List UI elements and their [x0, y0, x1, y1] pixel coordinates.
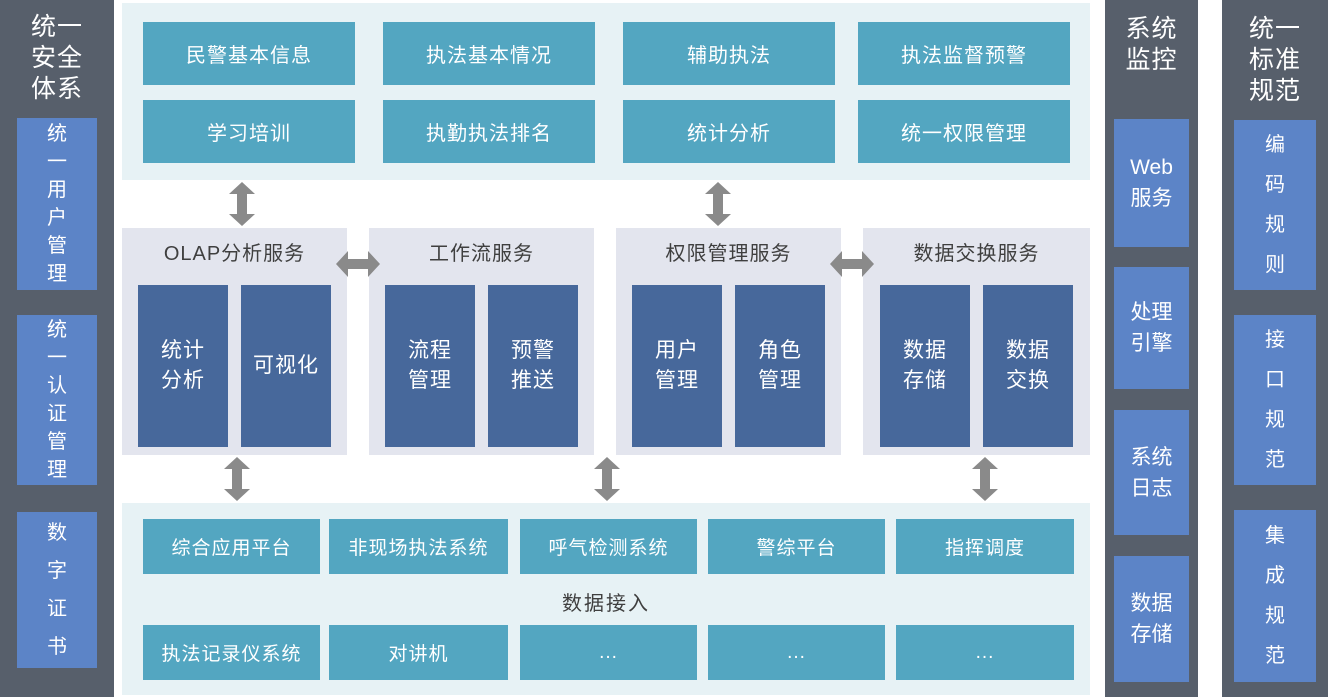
unified-standards-rail-title: 统一 标准 规范: [1248, 15, 1301, 105]
ellipsis-source-label: ...: [975, 641, 995, 663]
ellipsis-source-label: ...: [599, 641, 618, 663]
processing-engine-box: 处理 引擎: [1114, 267, 1189, 389]
unified-user-mgmt-box: 统 一 用 户 管 理: [17, 118, 97, 290]
data-exchange-service-title: 数据交换服务: [913, 243, 1040, 265]
user-mgmt-box: 用户 管理: [632, 285, 722, 447]
unified-auth-mgmt-label: 统 一 认 证 管 理: [47, 319, 67, 481]
web-service-label: Web 服务: [1130, 156, 1173, 210]
supervision-warning-box: 执法监督预警: [858, 22, 1070, 85]
integrated-app-platform-label: 综合应用平台: [171, 538, 292, 559]
double-arrow-horizontal-icon: [336, 251, 380, 277]
breath-test-system-label: 呼气检测系统: [548, 538, 669, 559]
statistical-analysis-label: 统计分析: [687, 123, 771, 145]
data-storage-box: 数据 存储: [880, 285, 970, 447]
system-monitor-rail-title: 系统 监控: [1125, 15, 1178, 74]
system-log-label: 系统 日志: [1130, 445, 1173, 500]
web-service-box: Web 服务: [1114, 119, 1189, 247]
data-exchange-label: 数据 交换: [1006, 339, 1050, 392]
warning-push-label: 预警 推送: [511, 339, 555, 392]
integration-spec-box: 集 成 规 范: [1234, 510, 1316, 682]
offsite-enforcement-box: 非现场执法系统: [329, 519, 508, 574]
law-enforcement-status-label: 执法基本情况: [426, 45, 552, 67]
interface-spec-label: 接 口 规 范: [1265, 329, 1285, 471]
assisted-enforcement-box: 辅助执法: [623, 22, 835, 85]
breath-test-system-box: 呼气检测系统: [520, 519, 697, 574]
police-basic-info-box: 民警基本信息: [143, 22, 355, 85]
integrated-app-platform-box: 综合应用平台: [143, 519, 320, 574]
data-exchange-service-panel: 数据交换服务 数据 存储 数据 交换: [863, 228, 1090, 455]
integration-spec-label: 集 成 规 范: [1265, 525, 1285, 667]
police-basic-info-label: 民警基本信息: [186, 45, 312, 67]
system-monitor-rail: 系统 监控 Web 服务 处理 引擎 系统 日志 数据 存储: [1105, 0, 1198, 697]
role-mgmt-label: 角色 管理: [758, 339, 802, 392]
duty-ranking-box: 执勤执法排名: [383, 100, 595, 163]
police-platform-label: 警综平台: [756, 538, 837, 559]
ellipsis-source-box: ...: [708, 625, 885, 680]
ellipsis-source-label: ...: [787, 641, 806, 663]
body-camera-system-box: 执法记录仪系统: [143, 625, 320, 680]
data-access-label: 数据接入: [562, 593, 650, 615]
olap-service-panel: OLAP分析服务 统计 分析 可视化: [122, 228, 347, 455]
double-arrow-horizontal-icon: [830, 251, 874, 277]
offsite-enforcement-label: 非现场执法系统: [348, 538, 489, 559]
user-mgmt-label: 用户 管理: [655, 339, 699, 392]
system-log-box: 系统 日志: [1114, 410, 1189, 535]
warning-push-box: 预警 推送: [488, 285, 578, 447]
unified-security-rail-title: 统一 安全 体系: [30, 13, 83, 103]
intercom-box: 对讲机: [329, 625, 508, 680]
intercom-label: 对讲机: [388, 644, 449, 665]
law-enforcement-status-box: 执法基本情况: [383, 22, 595, 85]
role-mgmt-box: 角色 管理: [735, 285, 825, 447]
workflow-service-panel: 工作流服务 流程 管理 预警 推送: [369, 228, 594, 455]
statistical-analysis-box: 统计分析: [623, 100, 835, 163]
interface-spec-box: 接 口 规 范: [1234, 315, 1316, 485]
supervision-warning-label: 执法监督预警: [901, 45, 1027, 67]
double-arrow-vertical-icon: [229, 182, 255, 226]
unified-permission-box: 统一权限管理: [858, 100, 1070, 163]
duty-ranking-label: 执勤执法排名: [426, 123, 552, 145]
ellipsis-source-box: ...: [896, 625, 1074, 680]
unified-standards-rail: 统一 标准 规范 编 码 规 则 接 口 规 范 集 成 规 范: [1222, 0, 1328, 697]
double-arrow-vertical-icon: [705, 182, 731, 226]
process-mgmt-label: 流程 管理: [408, 339, 452, 392]
body-camera-system-label: 执法记录仪系统: [161, 644, 302, 665]
command-dispatch-box: 指挥调度: [896, 519, 1074, 574]
data-storage-rail-label: 数据 存储: [1130, 592, 1173, 646]
data-storage-rail-box: 数据 存储: [1114, 556, 1189, 682]
learning-training-label: 学习培训: [207, 123, 291, 145]
ellipsis-source-box: ...: [520, 625, 697, 680]
command-dispatch-label: 指挥调度: [944, 538, 1025, 559]
stat-analysis-box: 统计 分析: [138, 285, 228, 447]
visualization-box: 可视化: [241, 285, 331, 447]
unified-permission-label: 统一权限管理: [901, 123, 1027, 145]
unified-auth-mgmt-box: 统 一 认 证 管 理: [17, 315, 97, 485]
visualization-label: 可视化: [253, 354, 319, 377]
double-arrow-vertical-icon: [972, 457, 998, 501]
olap-service-title: OLAP分析服务: [163, 243, 306, 265]
digital-certificate-label: 数 字 证 书: [47, 522, 67, 658]
process-mgmt-box: 流程 管理: [385, 285, 475, 447]
police-platform-box: 警综平台: [708, 519, 885, 574]
workflow-service-title: 工作流服务: [429, 243, 534, 265]
unified-user-mgmt-label: 统 一 用 户 管 理: [47, 123, 67, 285]
data-access-band: 综合应用平台 非现场执法系统 呼气检测系统 警综平台 指挥调度 数据接入 执法记…: [122, 503, 1090, 695]
application-band: 民警基本信息 执法基本情况 辅助执法 执法监督预警 学习培训 执勤执法排名 统计…: [122, 3, 1090, 180]
stat-analysis-label: 统计 分析: [161, 339, 205, 392]
digital-certificate-box: 数 字 证 书: [17, 512, 97, 668]
permission-service-panel: 权限管理服务 用户 管理 角色 管理: [616, 228, 841, 455]
permission-service-title: 权限管理服务: [665, 243, 792, 265]
data-exchange-box: 数据 交换: [983, 285, 1073, 447]
learning-training-box: 学习培训: [143, 100, 355, 163]
processing-engine-label: 处理 引擎: [1130, 301, 1173, 355]
coding-rules-label: 编 码 规 则: [1265, 134, 1285, 276]
coding-rules-box: 编 码 规 则: [1234, 120, 1316, 290]
double-arrow-vertical-icon: [594, 457, 620, 501]
assisted-enforcement-label: 辅助执法: [687, 45, 771, 67]
double-arrow-vertical-icon: [224, 457, 250, 501]
data-storage-label: 数据 存储: [903, 339, 947, 392]
unified-security-rail: 统一 安全 体系 统 一 用 户 管 理 统 一 认 证 管 理 数 字 证 书: [0, 0, 114, 697]
